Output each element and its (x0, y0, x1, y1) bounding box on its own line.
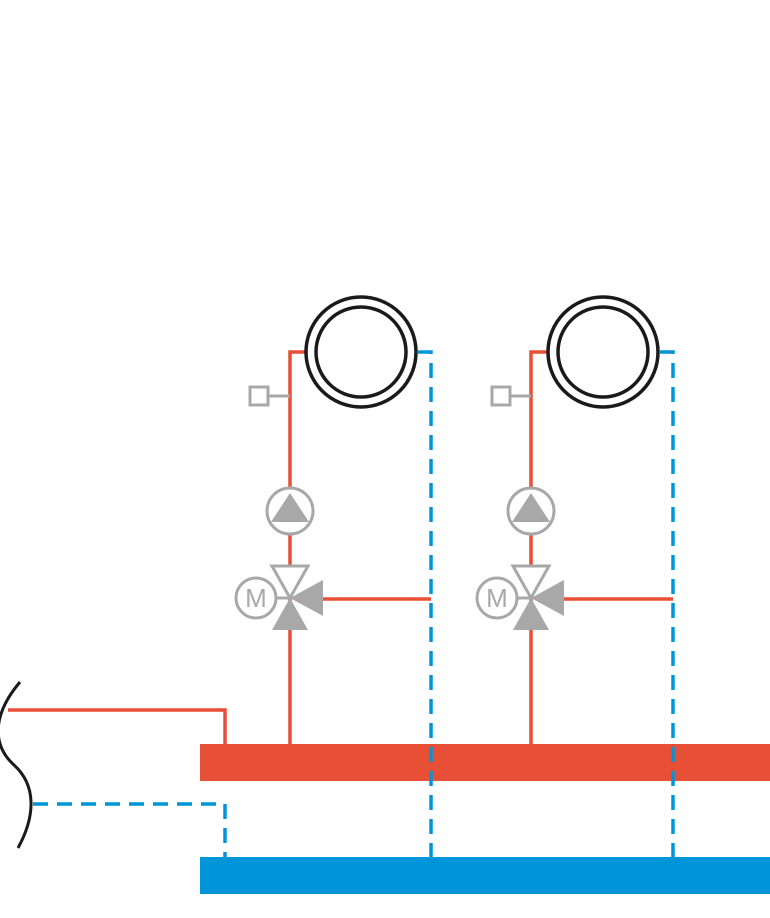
temperature-sensor-icon (248, 385, 290, 407)
source-connection (0, 681, 227, 857)
source-return-line (33, 802, 227, 857)
circuit-supply-line (288, 350, 305, 744)
motor-label: M (486, 583, 508, 613)
source-supply-line (8, 708, 227, 744)
motor-label: M (245, 583, 267, 613)
heating-circuit-2: M (475, 295, 675, 857)
circuit-return-line (660, 350, 675, 857)
wavy-break-icon (0, 681, 33, 849)
circulation-pump-icon (265, 486, 315, 536)
circulation-pump-icon (506, 486, 556, 536)
temperature-sensor-icon (490, 385, 531, 407)
three-way-mixing-valve-icon (510, 564, 564, 630)
circuit-return-line (418, 350, 433, 857)
heating-circuit-1: M (234, 295, 433, 857)
motor-actuator-icon: M (475, 576, 519, 620)
motor-actuator-icon: M (234, 576, 278, 620)
radiator-circle-icon (546, 295, 660, 409)
circuit-supply-line (529, 350, 547, 744)
three-way-mixing-valve-icon (269, 564, 323, 630)
return-header-bar (200, 857, 770, 894)
supply-header-bar (200, 744, 770, 781)
radiator-circle-icon (304, 295, 418, 409)
